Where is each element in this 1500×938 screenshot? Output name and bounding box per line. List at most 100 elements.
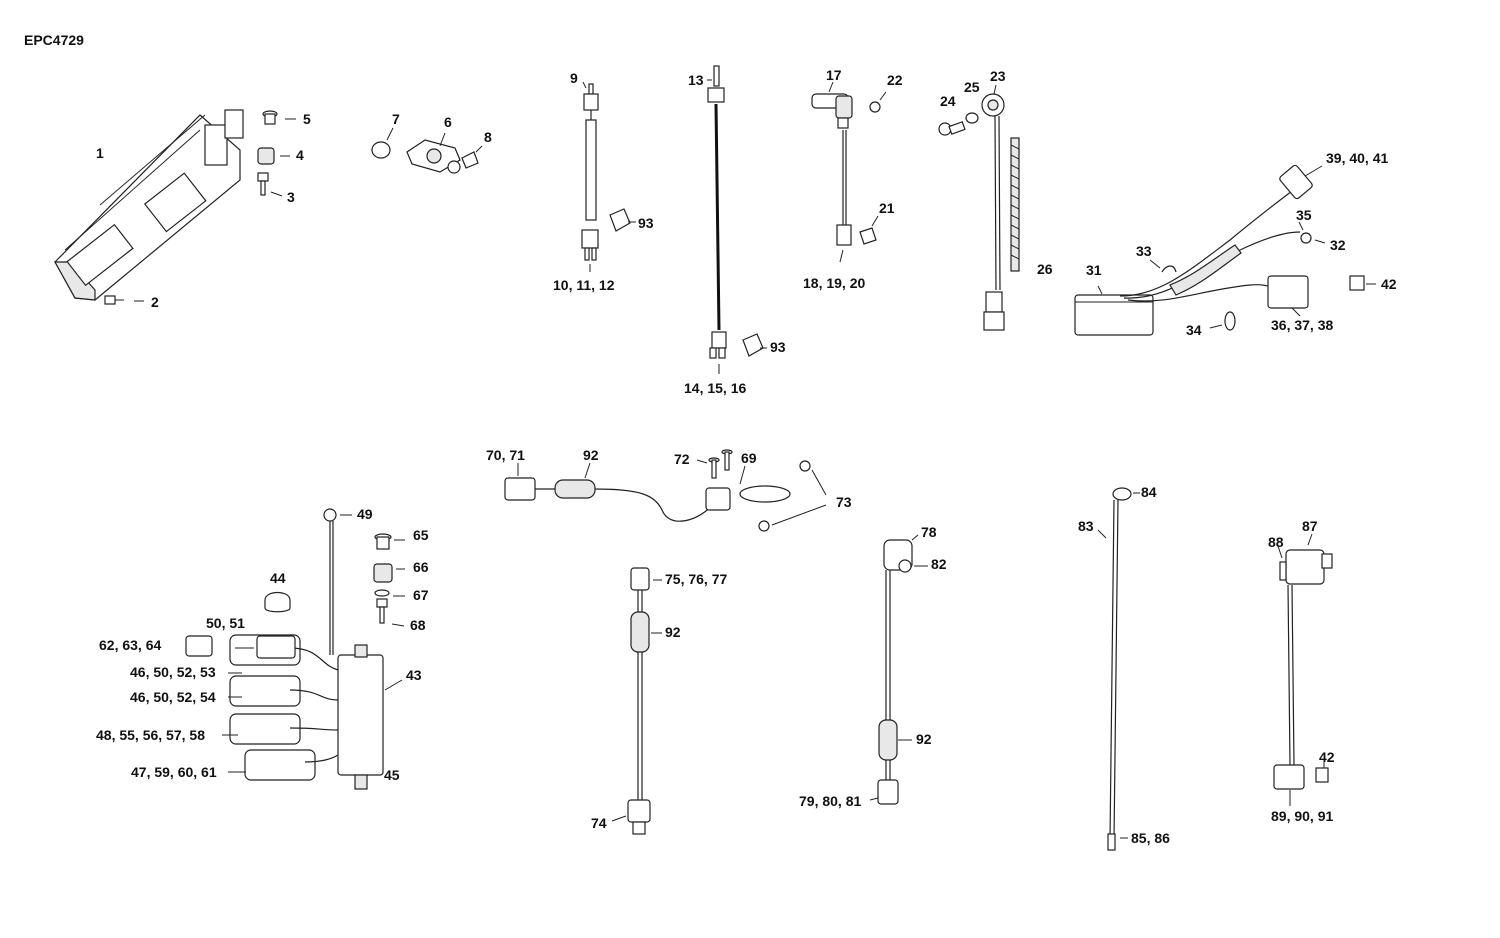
callout-39-40-41: 39, 40, 41 <box>1326 150 1389 166</box>
connector-36[interactable] <box>1267 275 1309 309</box>
bushing-5[interactable] <box>262 110 278 125</box>
callout-73: 73 <box>836 494 852 510</box>
callout-47-59-60-61: 47, 59, 60, 61 <box>131 764 217 780</box>
callout-44: 44 <box>270 570 286 586</box>
callout-9: 9 <box>570 70 578 86</box>
connector-75[interactable] <box>630 567 650 591</box>
terminal-42-a[interactable] <box>1349 275 1365 291</box>
callout-17: 17 <box>826 67 842 83</box>
callout-82: 82 <box>931 556 947 572</box>
callout-93-a: 93 <box>638 215 654 231</box>
tie-34[interactable] <box>1224 311 1236 331</box>
sensor-69[interactable] <box>705 485 791 511</box>
ground-cable-83[interactable] <box>1107 487 1132 851</box>
callout-2: 2 <box>151 294 159 310</box>
callout-21: 21 <box>879 200 895 216</box>
callout-45: 45 <box>384 767 400 783</box>
o-ring-7[interactable] <box>371 141 391 159</box>
clip-93-a[interactable] <box>609 208 631 232</box>
callout-42-a: 42 <box>1381 276 1397 292</box>
callout-83: 83 <box>1078 518 1094 534</box>
clip-93-b[interactable] <box>742 333 764 357</box>
callout-14-15-16: 14, 15, 16 <box>684 380 747 396</box>
callout-33: 33 <box>1136 243 1152 259</box>
lock-21[interactable] <box>859 227 877 245</box>
callout-46-50-52-53: 46, 50, 52, 53 <box>130 664 216 680</box>
washer-67[interactable] <box>374 589 390 597</box>
callout-68: 68 <box>410 617 426 633</box>
connector-62[interactable] <box>185 635 213 657</box>
callout-24: 24 <box>940 93 956 109</box>
nut-8[interactable] <box>447 151 479 174</box>
sleeve-26[interactable] <box>1010 137 1020 272</box>
tie-33[interactable] <box>1161 265 1177 273</box>
callout-89-90-91: 89, 90, 91 <box>1271 808 1334 824</box>
callout-75-76-77: 75, 76, 77 <box>665 571 728 587</box>
callout-92-b: 92 <box>665 624 681 640</box>
callout-50-51: 50, 51 <box>206 615 245 631</box>
callout-79-80-81: 79, 80, 81 <box>799 793 862 809</box>
callout-26: 26 <box>1037 261 1053 277</box>
relay-31[interactable] <box>1074 294 1154 336</box>
sensor-6[interactable] <box>406 139 461 173</box>
bolt-72[interactable] <box>708 449 733 479</box>
ring-terminal-35[interactable] <box>1300 232 1312 244</box>
callout-10-11-12: 10, 11, 12 <box>553 277 615 293</box>
harness-87[interactable] <box>1287 584 1295 766</box>
harness-92-c[interactable] <box>878 570 898 780</box>
knock-sensor-23[interactable] <box>981 93 1005 331</box>
callout-25: 25 <box>964 79 980 95</box>
terminal-42-b[interactable] <box>1315 767 1329 783</box>
connector-70[interactable] <box>504 477 536 501</box>
callout-43: 43 <box>406 667 422 683</box>
washer-25[interactable] <box>965 112 979 124</box>
callout-8: 8 <box>484 129 492 145</box>
grommet-4[interactable] <box>257 147 275 165</box>
relay-harness[interactable] <box>1119 184 1301 302</box>
callout-78: 78 <box>921 524 937 540</box>
sensor-78[interactable] <box>883 539 913 573</box>
callout-65: 65 <box>413 527 429 543</box>
valve-block-43[interactable] <box>229 634 384 790</box>
sensor-13-assembly[interactable] <box>707 65 727 359</box>
callout-67: 67 <box>413 587 429 603</box>
callout-66: 66 <box>413 559 429 575</box>
callout-13: 13 <box>688 72 704 88</box>
connector-89[interactable] <box>1273 764 1305 790</box>
callout-35: 35 <box>1296 207 1312 223</box>
switch-87[interactable] <box>1279 549 1333 585</box>
ground-cable-49[interactable] <box>323 508 337 655</box>
harness-92-a[interactable] <box>535 479 713 522</box>
harness-18[interactable] <box>836 130 852 246</box>
callout-93-b: 93 <box>770 339 786 355</box>
ecu-module[interactable] <box>53 109 244 301</box>
callout-42-b: 42 <box>1319 749 1335 765</box>
connector-50[interactable] <box>256 635 296 659</box>
bolt-24[interactable] <box>938 121 966 136</box>
callout-36-37-38: 36, 37, 38 <box>1271 317 1334 333</box>
clamp-44[interactable] <box>264 591 291 613</box>
callout-46-50-52-54: 46, 50, 52, 54 <box>130 689 216 705</box>
nut-73[interactable] <box>758 460 811 532</box>
callout-22: 22 <box>887 72 903 88</box>
screw-2[interactable] <box>104 295 124 305</box>
document-id: EPC4729 <box>24 32 84 48</box>
connector-39[interactable] <box>1279 164 1314 200</box>
sensor-9-assembly[interactable] <box>581 83 599 261</box>
callout-6: 6 <box>444 114 452 130</box>
bolt-68[interactable] <box>376 598 388 624</box>
callout-23: 23 <box>990 68 1006 84</box>
callout-62-63-64: 62, 63, 64 <box>99 637 162 653</box>
connector-79[interactable] <box>877 779 899 805</box>
bolt-3[interactable] <box>257 172 269 196</box>
grommet-66[interactable] <box>373 563 393 583</box>
callout-48-55-56-57-58: 48, 55, 56, 57, 58 <box>96 727 205 743</box>
seal-22[interactable] <box>869 101 881 113</box>
bushing-65[interactable] <box>374 533 392 550</box>
sensor-74[interactable] <box>627 799 651 835</box>
callout-72: 72 <box>674 451 690 467</box>
harness-92-b[interactable] <box>630 590 650 800</box>
callout-74: 74 <box>591 815 607 831</box>
sensor-17[interactable] <box>811 93 853 129</box>
